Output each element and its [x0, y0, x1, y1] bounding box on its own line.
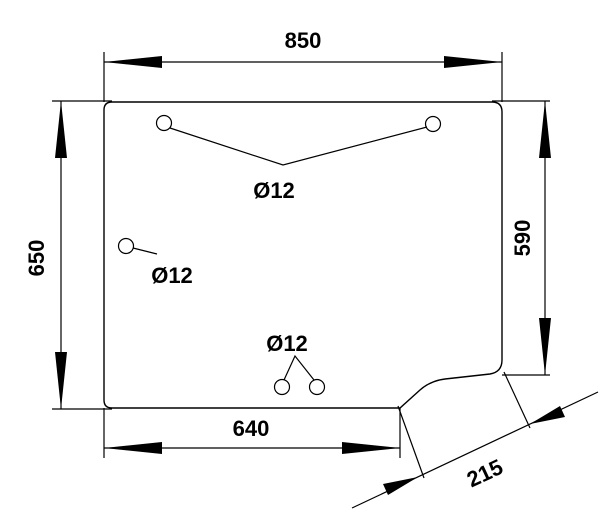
dim-label-left: 650 — [24, 240, 49, 277]
hole-bottom-left — [273, 378, 291, 396]
hole-left — [117, 237, 135, 255]
arrowhead — [104, 442, 162, 454]
arrowhead — [530, 406, 565, 424]
ext-line-diag-a — [397, 405, 425, 479]
arrowhead — [444, 56, 502, 68]
leader-left — [132, 247, 158, 255]
arrowhead — [342, 442, 400, 454]
arrowhead — [539, 101, 551, 158]
dim-label-bottom: 640 — [233, 416, 270, 441]
dim-label-diagonal: 215 — [463, 454, 507, 492]
leader-top-pair — [169, 126, 428, 166]
hole-top-left — [155, 114, 173, 132]
hole-top-right — [424, 115, 442, 133]
arrowhead — [104, 56, 162, 68]
arrowhead — [55, 352, 67, 409]
hole-bottom-right — [308, 378, 326, 396]
arrowhead — [55, 101, 67, 158]
dim-label-top: 850 — [285, 28, 322, 53]
dim-label-right: 590 — [510, 220, 535, 257]
ext-line-diag-b — [503, 371, 531, 429]
leader-bottom-pair — [283, 354, 315, 381]
hole-label-left: Ø12 — [151, 263, 193, 288]
hole-label-bottom: Ø12 — [266, 331, 308, 356]
panel-outline — [103, 101, 503, 409]
hole-label-top: Ø12 — [253, 178, 295, 203]
arrowhead — [539, 318, 551, 375]
arrowhead — [383, 477, 418, 495]
